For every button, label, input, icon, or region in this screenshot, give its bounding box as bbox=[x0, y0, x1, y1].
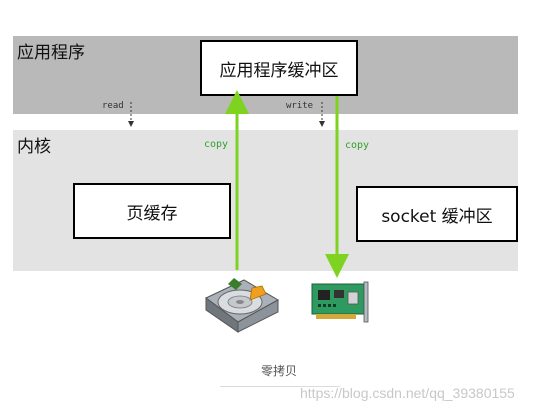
copy-label-app-to-socket: copy bbox=[345, 140, 370, 151]
app-buffer-box: 应用程序缓冲区 bbox=[200, 40, 358, 96]
socket-buffer-box: socket 缓冲区 bbox=[356, 186, 518, 242]
copy-label-disk-to-app: copy bbox=[204, 139, 229, 150]
kernel-layer-label: 内核 bbox=[17, 137, 51, 157]
hard-disk-icon bbox=[205, 278, 280, 333]
read-call-label: read bbox=[102, 101, 124, 111]
write-call-label: write bbox=[286, 101, 314, 111]
app-buffer-label: 应用程序缓冲区 bbox=[219, 60, 339, 81]
source-watermark: https://blog.csdn.net/qq_39380155 bbox=[300, 385, 515, 401]
page-cache-box: 页缓存 bbox=[73, 183, 231, 239]
network-card-icon bbox=[311, 281, 369, 323]
caption-divider bbox=[220, 386, 340, 387]
page-cache-label: 页缓存 bbox=[126, 203, 178, 224]
socket-buffer-label: socket 缓冲区 bbox=[381, 206, 493, 227]
application-layer-label: 应用程序 bbox=[17, 43, 85, 63]
diagram-caption: 零拷贝 bbox=[260, 364, 297, 378]
